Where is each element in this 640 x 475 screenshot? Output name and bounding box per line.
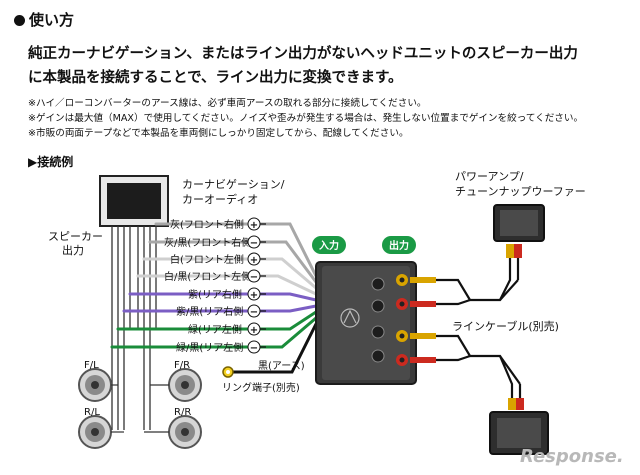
speaker-label-fr: F/R <box>174 360 190 371</box>
speaker-label-rl: R/L <box>84 407 100 418</box>
wire-label-5: 紫(リア右側 <box>188 288 242 301</box>
converter-face <box>322 266 410 380</box>
sign-7: + <box>250 325 258 336</box>
head-unit-label-2: カーオーディオ <box>182 192 258 206</box>
amp-label-2: チューンナップウーファー <box>455 185 586 198</box>
polarity-signs: + − + − + − + − <box>250 220 258 354</box>
wire-label-6: 紫/黒(リア右側 <box>176 305 243 318</box>
lead-line-1: 純正カーナビゲーション、またはライン出力がないヘッドユニットのスピーカー出力 <box>28 46 578 62</box>
cable-label: ラインケーブル(別売) <box>452 319 559 333</box>
polarity-bracket-lines <box>260 223 266 348</box>
sign-2: − <box>250 238 258 249</box>
output-badge-text: 出力 <box>389 239 409 252</box>
sign-5: + <box>250 290 258 301</box>
input-badge <box>312 236 346 254</box>
speaker-wires <box>110 222 318 374</box>
amplifier-top-panel <box>500 210 538 236</box>
rca-plugs <box>410 277 436 363</box>
wire-label-8: 緑/黒(リア左側 <box>176 341 243 354</box>
sign-8: − <box>250 343 258 354</box>
wire-labels: 灰(フロント右側 灰/黒(フロント右側 白(フロント左側 白/黒(フロント左側 … <box>164 218 305 372</box>
lead-line-2: に本製品を接続することで、ライン出力に変換できます。 <box>28 70 403 86</box>
wire-label-4: 白/黒(フロント左側 <box>164 270 251 283</box>
gain-knobs <box>371 277 385 363</box>
speaker-output-label-1: スピーカー <box>48 230 103 243</box>
line-cables <box>436 255 514 398</box>
wire-label-7: 緑(リア左側 <box>188 323 242 336</box>
bullet-dot <box>14 15 25 26</box>
line-cables-split <box>499 255 522 398</box>
brand-logo-mark <box>343 309 357 324</box>
speaker-fr <box>168 368 202 402</box>
head-unit-screen <box>107 183 161 219</box>
ring-terminal-label: リング端子(別売) <box>222 381 300 394</box>
rca-jacks <box>396 274 408 366</box>
brand-logo-icon <box>340 308 360 328</box>
amp-plugs <box>506 244 524 410</box>
input-badge-text: 入力 <box>319 239 339 252</box>
speaker-output-label-2: 出力 <box>62 243 84 257</box>
section-title: ▶接続例 <box>28 155 74 169</box>
wire-label-1: 灰(フロント右側 <box>170 218 244 231</box>
page-heading: 使い方 <box>14 9 74 30</box>
heading-text: 使い方 <box>29 11 75 29</box>
amp-label-1: パワーアンプ/ <box>455 170 524 183</box>
wire-label-2: 灰/黒(フロント右側 <box>164 236 251 249</box>
wire-label-3: 白(フロント左側 <box>170 253 244 266</box>
speaker-rr <box>168 415 202 449</box>
sign-6: − <box>250 307 258 318</box>
sign-1: + <box>250 220 258 231</box>
speaker-label-rr: R/R <box>174 407 191 418</box>
wire-label-9: 黒(アース) <box>258 360 305 372</box>
speaker-fl <box>78 368 112 402</box>
sign-3: + <box>250 255 258 266</box>
note-3: ※市販の両面テープなどで本製品を車両側にしっかり固定してから、配線してください。 <box>28 128 409 139</box>
note-1: ※ハイ／ローコンバーターのアース線は、必ず車両アースの取れる部分に接続してくださ… <box>28 98 427 109</box>
polarity-circles <box>247 217 261 354</box>
sign-4: − <box>250 272 258 283</box>
speaker-leads <box>111 384 169 433</box>
head-unit-label-1: カーナビゲーション/ <box>182 178 285 191</box>
output-badge <box>382 236 416 254</box>
note-2: ※ゲインは最大値（MAX）で使用してください。ノイズや歪みが発生する場合は、発生… <box>28 113 584 124</box>
amplifier-bottom-panel <box>497 418 541 448</box>
watermark: Response. <box>520 446 624 467</box>
speaker-rl <box>78 415 112 449</box>
speaker-label-fl: F/L <box>84 360 99 371</box>
ring-terminal-hole <box>226 370 230 374</box>
